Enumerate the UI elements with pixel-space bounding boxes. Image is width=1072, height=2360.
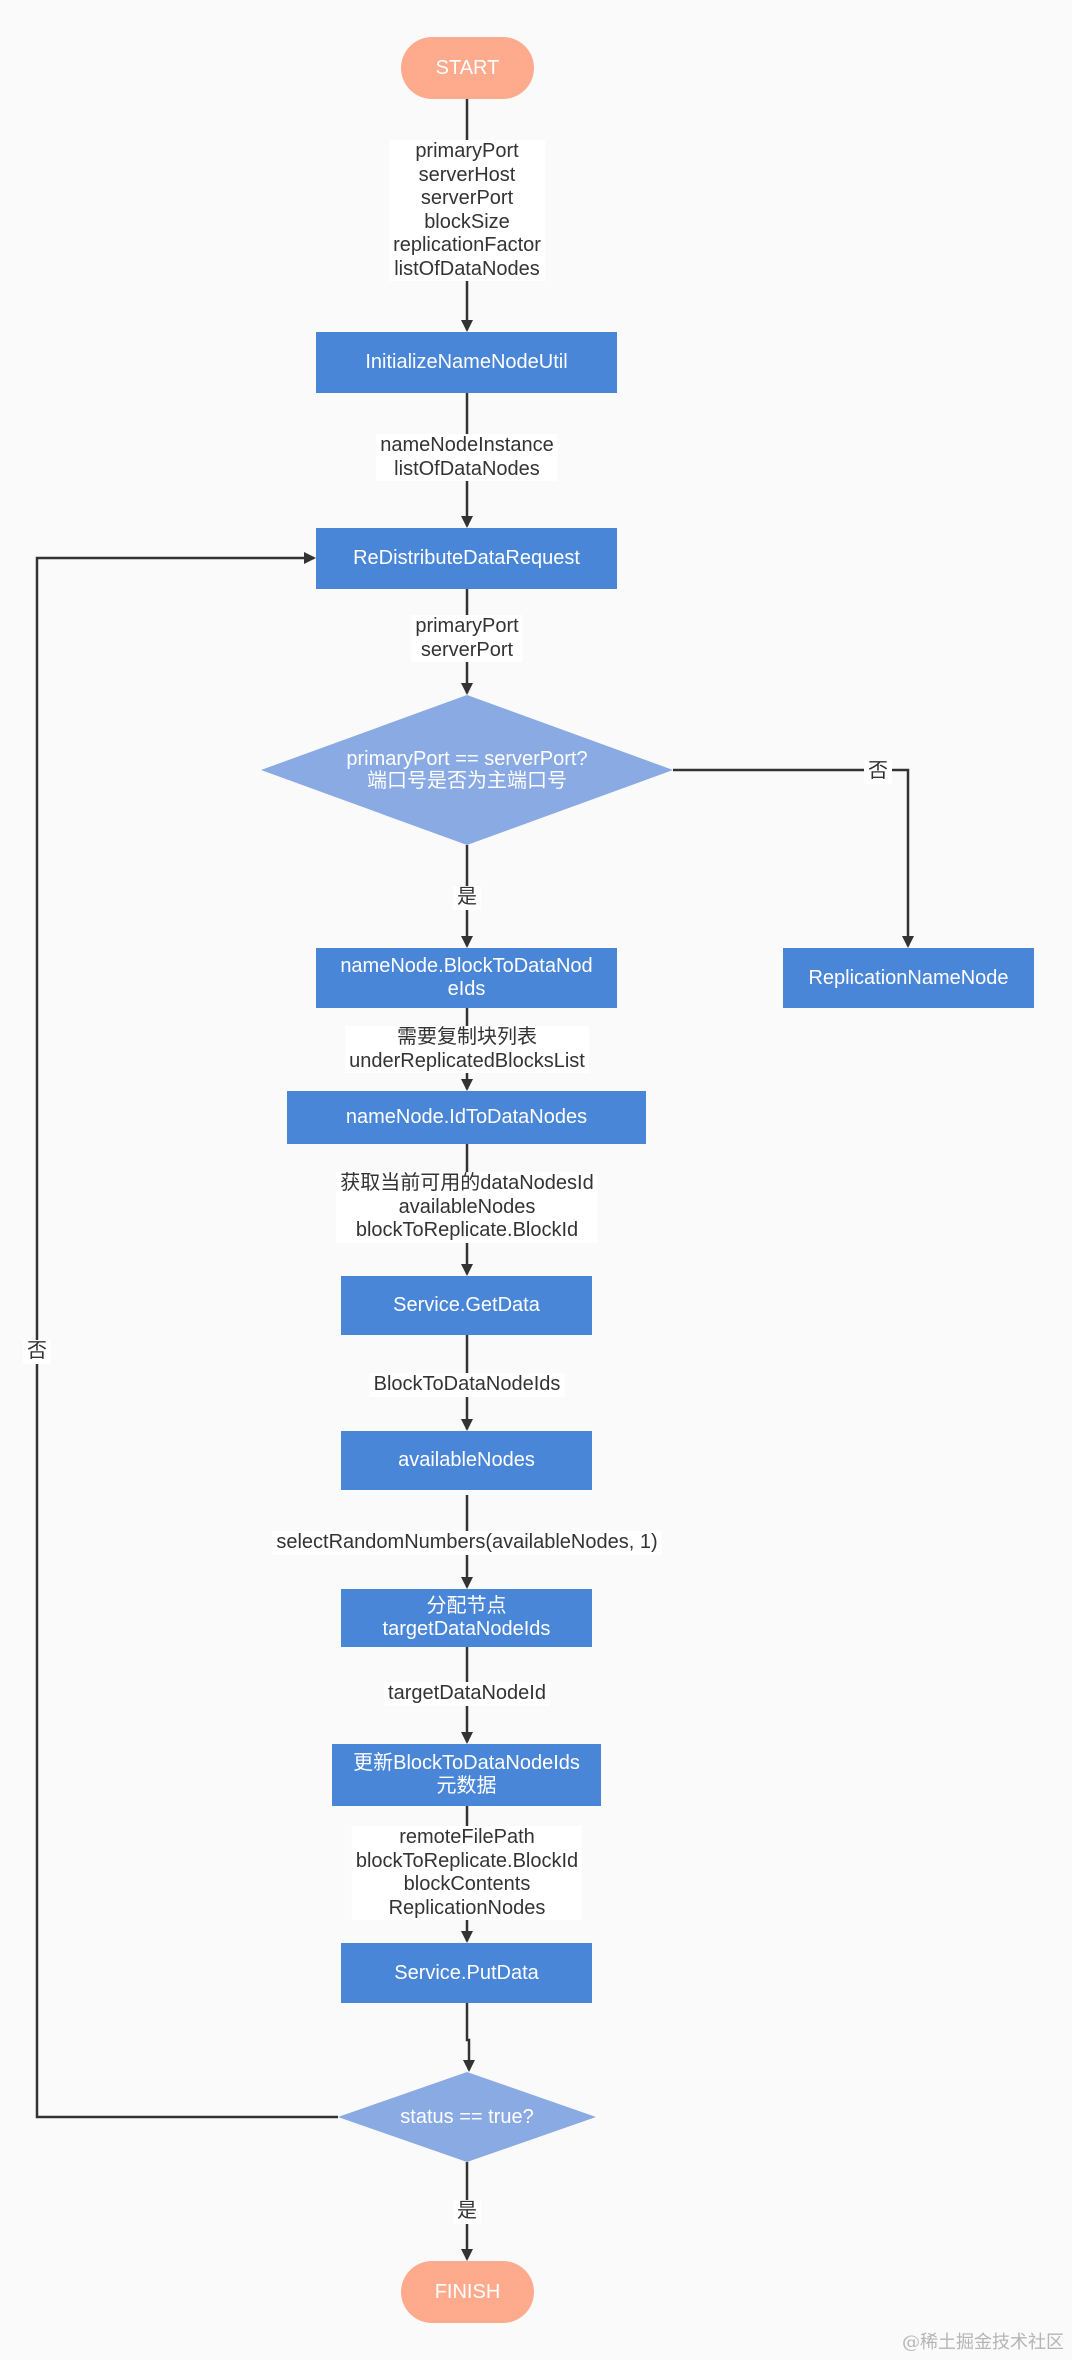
decision-port-label: primaryPort == serverPort? 端口号是否为主端口号 <box>346 748 588 792</box>
edge-label-select-random: selectRandomNumbers(availableNodes, 1) <box>272 1531 662 1555</box>
decision-status-shape <box>338 2072 596 2162</box>
service-getdata-box: Service.GetData <box>341 1276 592 1335</box>
edge-decision-no <box>673 768 914 948</box>
decision-status-label: status == true? <box>400 2106 534 2128</box>
finish-node: FINISH <box>401 2261 534 2323</box>
update-metadata-box: 更新BlockToDataNodeIds 元数据 <box>332 1744 601 1806</box>
edge-label-target-id: targetDataNodeId <box>384 1682 550 1706</box>
edge-label-redistribute-decision: primaryPort serverPort <box>411 615 523 662</box>
edge-label-start-init: primaryPort serverHost serverPort blockS… <box>389 140 545 281</box>
edge-label-decision-yes: 是 <box>453 886 481 910</box>
edge-status-no <box>35 552 338 2119</box>
redistribute-data-request-box: ReDistributeDataRequest <box>316 528 617 589</box>
edge-label-blocks-list: 需要复制块列表 underReplicatedBlocksList <box>345 1026 589 1073</box>
block-to-datanode-ids-box: nameNode.BlockToDataNod eIds <box>316 948 617 1008</box>
assign-nodes-box: 分配节点 targetDataNodeIds <box>341 1589 592 1647</box>
edge-label-decision-no: 否 <box>864 760 892 784</box>
service-putdata-box: Service.PutData <box>341 1943 592 2003</box>
edge-label-status-yes: 是 <box>453 2200 481 2224</box>
edge-label-status-no: 否 <box>23 1340 51 1364</box>
initialize-namenode-util-box: InitializeNameNodeUtil <box>316 332 617 393</box>
decision-port-shape <box>261 695 673 845</box>
edge-label-put-params: remoteFilePath blockToReplicate.BlockId … <box>351 1826 583 1920</box>
watermark: @稀土掘金技术社区 <box>902 2332 1064 2353</box>
edge-label-getdata-available: BlockToDataNodeIds <box>369 1373 565 1397</box>
edge-label-init-redistribute: nameNodeInstance listOfDataNodes <box>376 434 558 481</box>
id-to-datanodes-box: nameNode.IdToDataNodes <box>287 1091 646 1144</box>
edge-label-available-info: 获取当前可用的dataNodesId availableNodes blockT… <box>336 1172 598 1243</box>
start-node: START <box>401 37 534 99</box>
edge-putdata-status <box>463 2003 475 2072</box>
replication-namenode-box: ReplicationNameNode <box>783 948 1034 1008</box>
available-nodes-box: availableNodes <box>341 1431 592 1490</box>
